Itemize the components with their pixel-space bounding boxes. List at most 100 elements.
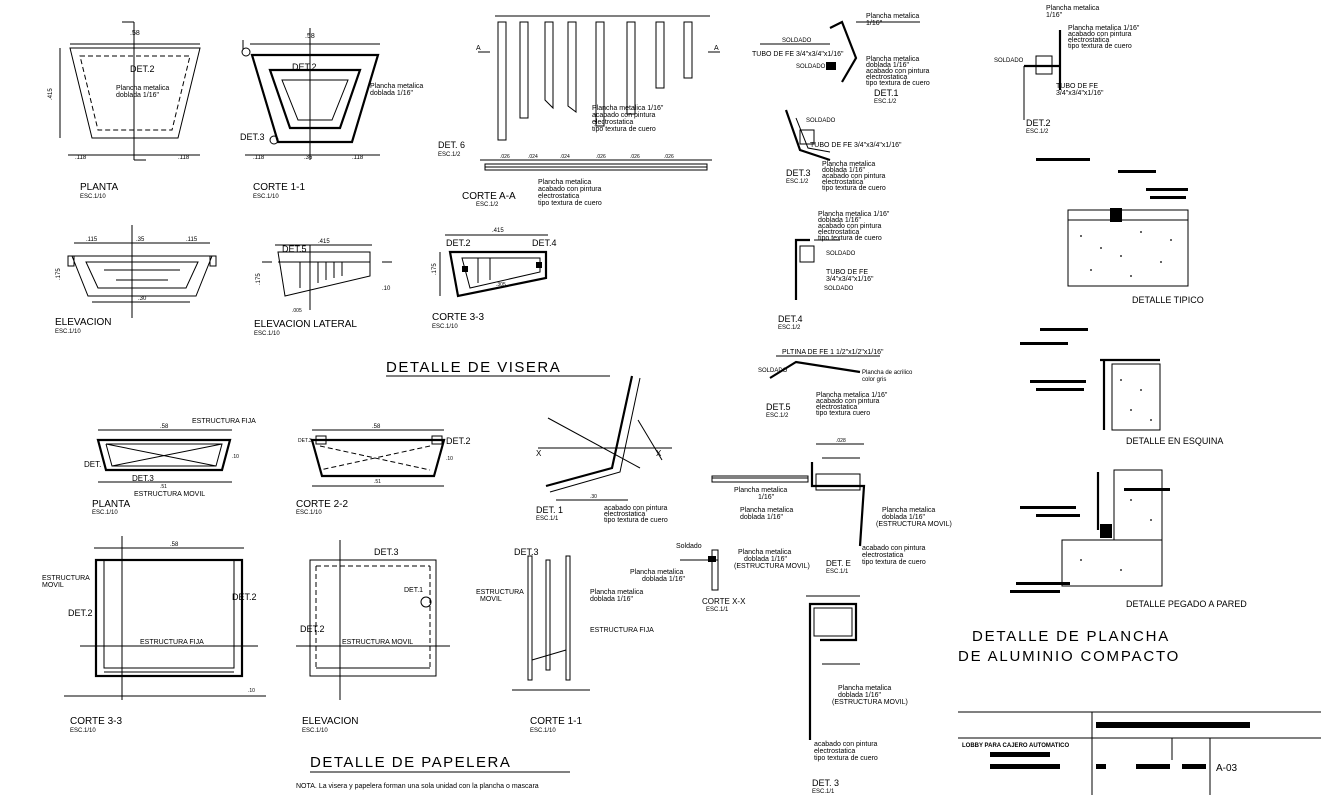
note-label: tipo textura de cuero xyxy=(592,126,656,133)
note-label: TUBO DE FE xyxy=(1056,83,1098,90)
note-label: ESTRUCTURA FIJA xyxy=(590,627,654,634)
note-label: doblada 1/16" xyxy=(370,90,413,97)
scale-label: ESC.1/10 xyxy=(253,194,279,200)
note-label: acabado con pintura xyxy=(604,505,668,512)
det-5-visera: PLTINA DE FE 1 1/2"x1/2"x1/16" SOLDADO P… xyxy=(758,349,913,419)
view-title: ELEVACION LATERAL xyxy=(254,319,357,330)
det-label: DET.3 xyxy=(240,132,265,142)
note-label: Plancha metalica xyxy=(630,569,683,576)
papelera-corte-3-3: .58 ESTRUCTURA MOVIL DET.2 DET.2 ESTRUCT… xyxy=(42,536,266,734)
det-label: DET.3 xyxy=(514,547,539,557)
note-label: electrostatica xyxy=(814,748,855,755)
note-label: Plancha metalica xyxy=(882,507,935,514)
scale-label: ESC.1/10 xyxy=(296,510,322,516)
section-mark: A xyxy=(476,45,481,52)
note-label: Plancha metalica 1/16" xyxy=(818,211,890,218)
scale-label: ESC.1/10 xyxy=(432,324,458,330)
scale-label: ESC.1/2 xyxy=(438,152,461,158)
dim-label: .026 xyxy=(664,154,674,160)
dim-label: .58 xyxy=(130,30,140,37)
note-label: doblada 1/16" xyxy=(838,692,881,699)
note-label: PLTINA DE FE 1 1/2"x1/2"x1/16" xyxy=(782,349,884,356)
scale-label: ESC.1/1 xyxy=(706,607,729,613)
dim-label: .026 xyxy=(630,154,640,160)
note-label: acabado con pintura xyxy=(822,173,886,180)
det-label: DET.2 xyxy=(292,62,317,72)
det-label: DET.4 xyxy=(778,314,803,324)
note-label: electrostatica xyxy=(538,193,579,200)
dim-label: .10 xyxy=(232,454,239,460)
note-label: Plancha metalica xyxy=(116,85,169,92)
note-label: Plancha metalica xyxy=(370,83,423,90)
visera-elevacion-lateral: .415 DET.5 .175 .10 .005 ELEVACION LATER… xyxy=(254,239,392,337)
note-label: ESTRUCTURA FIJA xyxy=(192,418,256,425)
note-label: Plancha de acrilico xyxy=(862,370,913,376)
dim-label: .024 xyxy=(528,154,538,160)
dim-label: .175 xyxy=(56,268,62,280)
note-label: Plancha metalica xyxy=(590,589,643,596)
papelera-elevacion: DET.3 DET.1 DET.2 ESTRUCTURA MOVIL ELEVA… xyxy=(296,540,450,734)
scale-label: ESC.1/1 xyxy=(536,516,559,522)
note-label: Plancha metalica xyxy=(738,549,791,556)
det-label: DET.5 xyxy=(282,244,307,254)
view-title: CORTE 2-2 xyxy=(296,499,348,510)
papelera-planta: .58 ESTRUCTURA FIJA DET. DET.3 .51 ESTRU… xyxy=(84,418,256,516)
note-label: acabado con pintura xyxy=(814,741,878,748)
detalle-esquina: DETALLE EN ESQUINA xyxy=(1020,328,1223,446)
det-label: DET.2 xyxy=(300,624,325,634)
note-label: acabado con pintura xyxy=(592,112,656,119)
visera-corte-1-1: .58 DET.2 DET.3 Plancha metalica doblada… xyxy=(240,28,423,200)
note-text: NOTA. La visera y papelera forman una so… xyxy=(296,783,539,790)
note-label: ESTRUCTURA xyxy=(476,589,524,596)
note-label: acabado con pintura xyxy=(866,68,930,75)
det-3-visera: SOLDADO TUBO DE FE 3/4"x3/4"x1/16" Planc… xyxy=(784,109,902,192)
det-label: DET. 1 xyxy=(536,505,563,515)
view-title: PLANTA xyxy=(80,182,118,193)
view-title: CORTE 3-3 xyxy=(70,716,122,727)
dim-label: .024 xyxy=(560,154,570,160)
section-title: DETALLE DE VISERA xyxy=(386,359,561,376)
papelera-corte-2-2: .58 DET.3 DET.2 .51 .10 CORTE 2-2 ESC.1/… xyxy=(296,424,471,516)
scale-label: ESC.1/10 xyxy=(302,728,328,734)
note-label: electrostatica xyxy=(862,552,903,559)
papelera-det-3: Plancha metalica doblada 1/16" (ESTRUCTU… xyxy=(806,595,908,795)
note-label: Plancha metalica 1/16" xyxy=(1068,25,1140,32)
note-label: electrostatica xyxy=(816,404,857,411)
note-label: TUBO DE FE xyxy=(826,269,868,276)
note-label: Plancha metalica xyxy=(1046,5,1099,12)
det-label: DET.5 xyxy=(766,402,791,412)
scale-label: ESC.1/2 xyxy=(786,179,809,185)
note-label: acabado con pintura xyxy=(538,186,602,193)
note-label: Plancha metalica 1/16" xyxy=(816,392,888,399)
note-label: Plancha metalica xyxy=(866,13,919,20)
view-title: DETALLE PEGADO A PARED xyxy=(1126,599,1247,609)
dim-label: .118 xyxy=(75,155,87,161)
det-label: DET.2 xyxy=(130,64,155,74)
note-label: TUBO DE FE 3/4"x3/4"x1/16" xyxy=(810,142,902,149)
det-label: DET.3 xyxy=(374,547,399,557)
papelera-det-1: X X .30 acabado con pintura electrostati… xyxy=(536,375,672,524)
note-label: color gris xyxy=(862,377,886,383)
note-label: MOVIL xyxy=(42,582,64,589)
note-label: doblada 1/16" xyxy=(116,92,159,99)
det-label: DET. E xyxy=(826,559,851,568)
det-label: DET.2 xyxy=(446,238,471,248)
view-title: PLANTA xyxy=(92,499,130,510)
scale-label: ESC.1/2 xyxy=(766,413,789,419)
dim-label: .10 xyxy=(248,688,255,694)
view-title: DETALLE EN ESQUINA xyxy=(1126,436,1223,446)
section-title: DETALLE DE PLANCHA xyxy=(972,628,1170,645)
scale-label: ESC.1/10 xyxy=(70,728,96,734)
view-title: DETALLE TIPICO xyxy=(1132,295,1204,305)
note-label: SOLDADO xyxy=(994,58,1024,64)
dim-label: .026 xyxy=(500,154,510,160)
det-label: DET.1 xyxy=(874,88,899,98)
dim-label: .118 xyxy=(253,155,265,161)
note-label: SOLDADO xyxy=(806,118,836,124)
note-label: Plancha metalica xyxy=(866,56,919,63)
det-label: DET.2 xyxy=(446,436,471,446)
dim-label: .10 xyxy=(382,286,391,292)
note-label: doblada 1/16" xyxy=(642,576,685,583)
section-mark: X xyxy=(536,449,542,458)
